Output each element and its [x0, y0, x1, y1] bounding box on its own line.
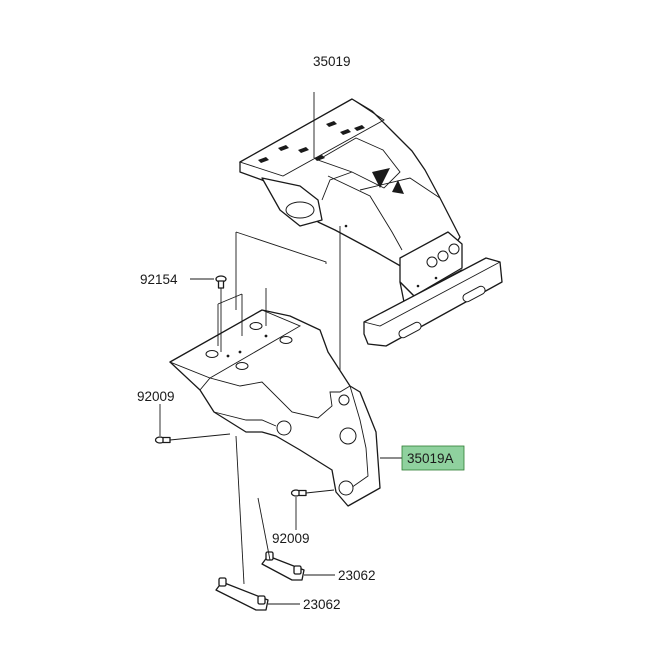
- assembly-line-left: [235, 435, 245, 585]
- clip-marks: [217, 288, 267, 346]
- part-label-23062-upper: 23062: [338, 568, 376, 583]
- highlight-35019A: [401, 445, 465, 471]
- nut-plate-23062-upper[interactable]: [261, 551, 305, 581]
- part-label-23062-lower: 23062: [303, 597, 341, 612]
- assembly-line-right: [257, 497, 271, 561]
- part-label-92009-left: 92009: [137, 389, 175, 404]
- alignment-guide-top: [235, 231, 327, 264]
- nut-plate-23062-lower[interactable]: [215, 577, 269, 611]
- rear-fender-bracket-35019[interactable]: [238, 98, 503, 347]
- bolt-92154[interactable]: [215, 275, 227, 352]
- inner-fender-35019A[interactable]: [168, 309, 381, 507]
- part-label-35019: 35019: [313, 54, 351, 69]
- part-label-92154: 92154: [140, 272, 178, 287]
- screw-92009-left[interactable]: [154, 433, 231, 444]
- part-label-35019A[interactable]: 35019A: [407, 451, 454, 466]
- screw-92009-lower[interactable]: [290, 489, 335, 497]
- part-label-92009-lower: 92009: [272, 531, 310, 546]
